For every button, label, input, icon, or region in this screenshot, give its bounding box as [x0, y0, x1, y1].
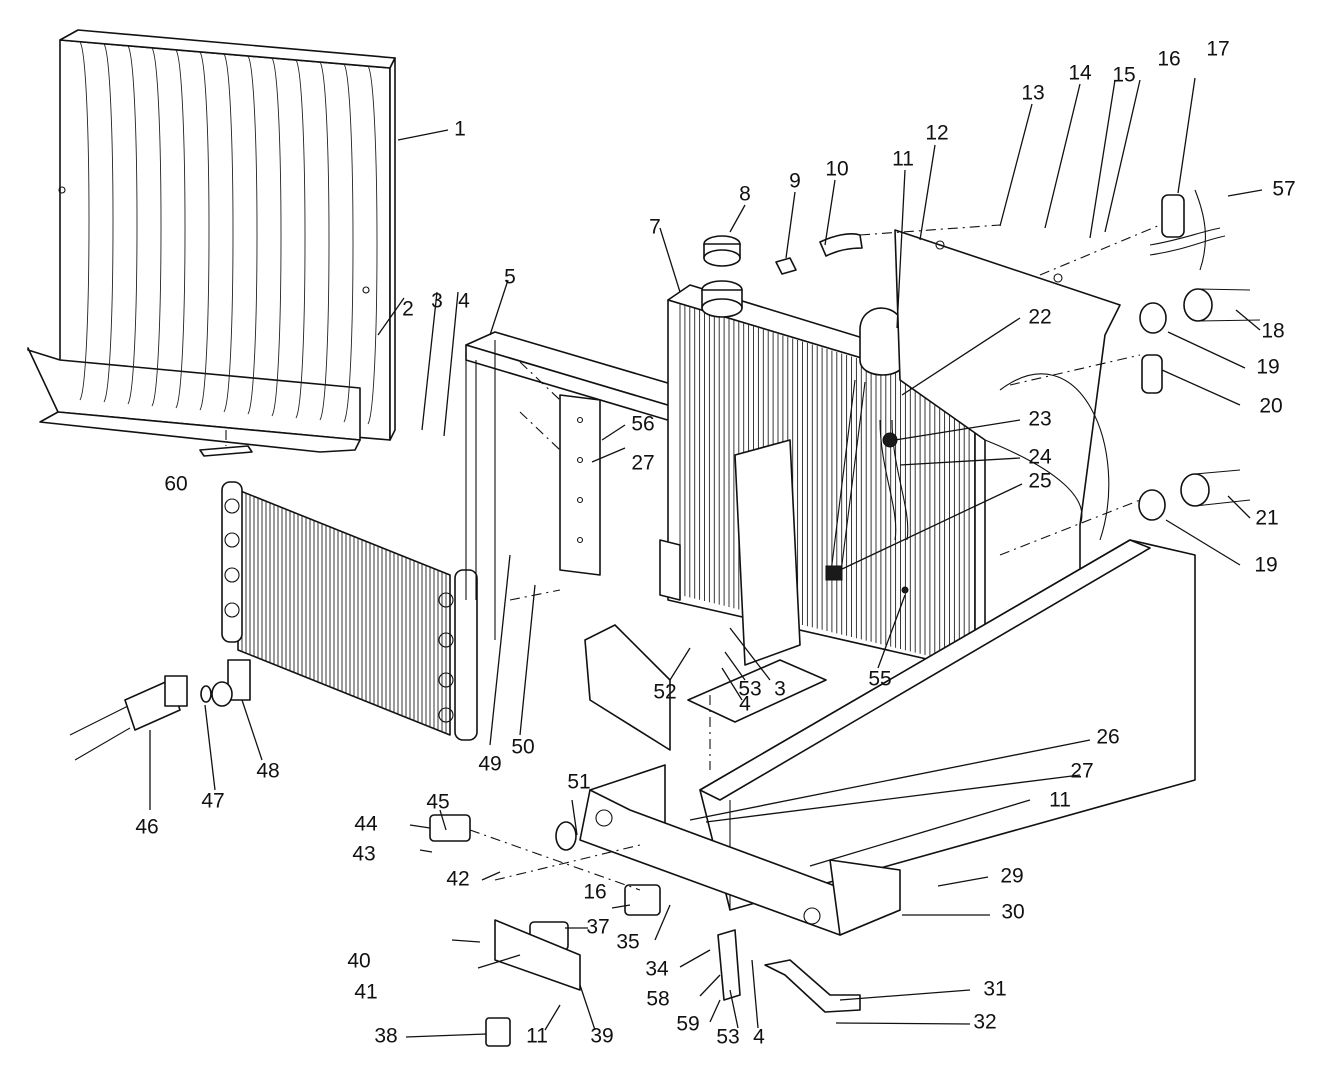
- hose-20: [1141, 354, 1163, 394]
- cross-bracket: [579, 764, 901, 936]
- grille-panel: [27, 29, 396, 453]
- bracket-31: [764, 959, 861, 1013]
- callout-c39: 39: [590, 1025, 613, 1048]
- callout-c48: 48: [256, 760, 279, 783]
- callout-c27a: 27: [631, 452, 654, 475]
- elbow-48: [211, 659, 251, 707]
- hose-clamp-upper: [1139, 302, 1167, 334]
- hose-assembly-17: [1149, 189, 1226, 271]
- switch-44: [429, 814, 471, 842]
- mount-pad: [687, 659, 827, 723]
- callout-c19b: 19: [1254, 554, 1277, 577]
- callout-c11b: 11: [1049, 789, 1071, 812]
- callout-c57: 57: [1272, 178, 1295, 201]
- radiator-cap: [701, 235, 743, 318]
- callout-c52: 52: [653, 681, 676, 704]
- callout-c51: 51: [567, 771, 590, 794]
- callout-c4a: 4: [458, 290, 470, 313]
- callout-c24: 24: [1028, 446, 1052, 469]
- callout-c15: 15: [1112, 64, 1135, 87]
- callout-c35: 35: [616, 931, 639, 954]
- callout-c50: 50: [511, 736, 534, 759]
- callout-c14: 14: [1068, 62, 1092, 85]
- callout-c34: 34: [645, 958, 669, 981]
- callout-c21: 21: [1255, 507, 1278, 530]
- hose-18: [1183, 288, 1261, 322]
- callout-c17: 17: [1206, 38, 1229, 61]
- callout-c45: 45: [426, 791, 449, 814]
- overflow-tube: [819, 233, 863, 257]
- callout-c38: 38: [374, 1025, 397, 1048]
- callout-c47: 47: [201, 790, 224, 813]
- callout-c9: 9: [789, 170, 801, 193]
- callout-c4c: 4: [753, 1026, 765, 1049]
- callout-c55: 55: [868, 668, 891, 691]
- callout-c11a: 11: [892, 148, 914, 171]
- leader-lines: [149, 77, 1263, 1038]
- mount-bracket: [584, 624, 671, 751]
- callout-c8: 8: [739, 183, 751, 206]
- callout-c60: 60: [164, 473, 187, 496]
- callout-c10: 10: [825, 158, 848, 181]
- callout-c29: 29: [1000, 865, 1023, 888]
- callout-c43: 43: [352, 843, 375, 866]
- grommet-51: [555, 821, 577, 851]
- callout-c13: 13: [1021, 82, 1044, 105]
- callout-c58: 58: [646, 988, 669, 1011]
- callout-c41: 41: [354, 981, 377, 1004]
- callout-c22: 22: [1028, 306, 1051, 329]
- callout-c53a: 53: [738, 678, 761, 701]
- drain-fitting: [775, 257, 797, 275]
- callout-c31: 31: [983, 978, 1006, 1001]
- callout-c20: 20: [1259, 395, 1282, 418]
- hose-clamp-lower: [1138, 489, 1166, 521]
- o-ring-47: [200, 685, 212, 703]
- callout-c42: 42: [446, 868, 469, 891]
- callout-c46: 46: [135, 816, 158, 839]
- callout-c30: 30: [1001, 901, 1024, 924]
- callout-c7: 7: [649, 216, 661, 239]
- callout-c32: 32: [973, 1011, 996, 1034]
- hose-46: [69, 675, 188, 761]
- callout-c49: 49: [478, 753, 501, 776]
- bracket-39: [494, 919, 581, 991]
- base-frame: [699, 539, 1196, 911]
- callout-c37: 37: [586, 916, 609, 939]
- callout-c53b: 53: [716, 1026, 739, 1049]
- callout-c40: 40: [347, 950, 370, 973]
- callout-c18: 18: [1261, 320, 1284, 343]
- callout-c2: 2: [402, 298, 414, 321]
- clamp-34: [717, 929, 741, 1001]
- decal-60: [199, 445, 253, 457]
- oil-cooler-core: [221, 481, 478, 741]
- callout-c23: 23: [1028, 408, 1051, 431]
- callout-c25: 25: [1028, 470, 1051, 493]
- callout-c44: 44: [354, 813, 378, 836]
- callout-c59: 59: [676, 1013, 699, 1036]
- callout-c26: 26: [1096, 726, 1119, 749]
- frame-post: [734, 439, 801, 666]
- callout-c16b: 16: [583, 881, 606, 904]
- callout-c27b: 27: [1070, 760, 1093, 783]
- callout-c56: 56: [631, 413, 654, 436]
- callout-c1: 1: [454, 118, 466, 141]
- switch-38: [485, 1017, 511, 1047]
- callout-c11c: 11: [526, 1025, 548, 1048]
- callout-c3a: 3: [431, 290, 443, 313]
- callout-c12: 12: [925, 122, 948, 145]
- hose-21: [1180, 469, 1251, 507]
- relay-35: [624, 884, 661, 916]
- callout-c19a: 19: [1256, 356, 1279, 379]
- callout-c16a: 16: [1157, 48, 1180, 71]
- callout-c3b: 3: [774, 678, 786, 701]
- callout-c5: 5: [504, 266, 516, 289]
- callout-c4b: 4: [739, 693, 751, 716]
